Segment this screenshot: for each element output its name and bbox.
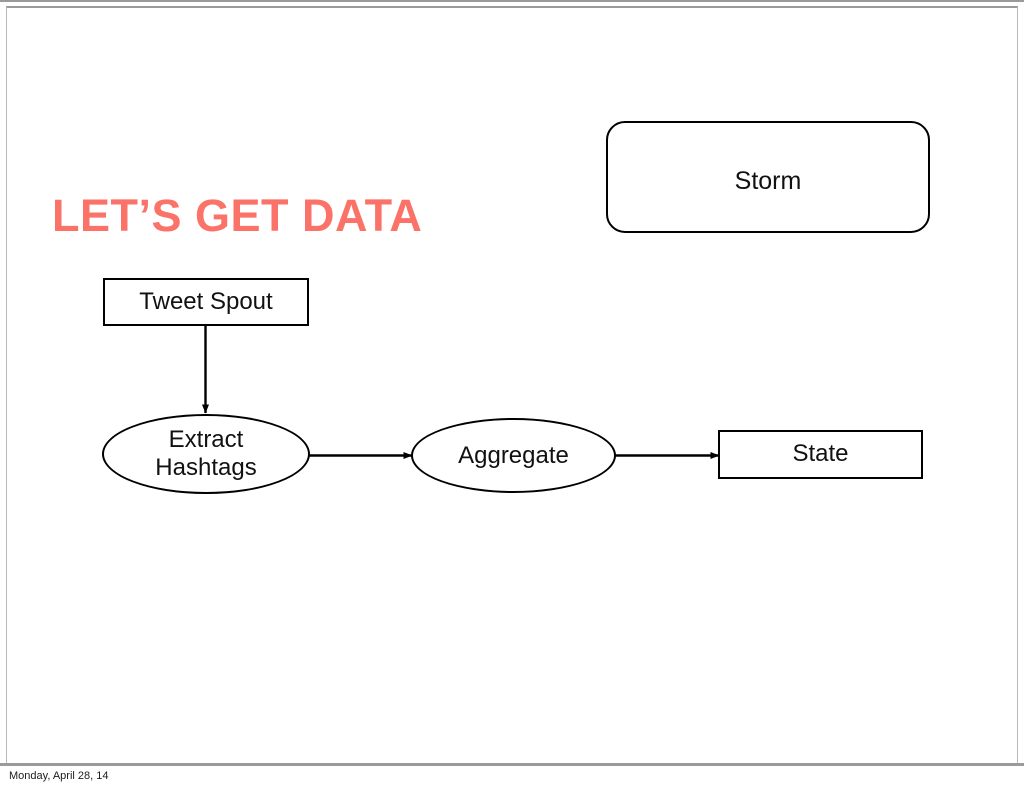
diagram-node-extract-hashtags-label: Extract Hashtags bbox=[155, 426, 257, 481]
page-title: LET’S GET DATA bbox=[52, 190, 423, 241]
footer-date: Monday, April 28, 14 bbox=[9, 770, 109, 782]
diagram-node-tweet-spout: Tweet Spout bbox=[103, 278, 309, 326]
diagram-node-state: State bbox=[718, 430, 923, 479]
diagram-node-extract-hashtags: Extract Hashtags bbox=[102, 414, 310, 494]
slide-top-border bbox=[0, 0, 1024, 2]
slide-bottom-border bbox=[0, 763, 1024, 766]
storm-container: Storm bbox=[606, 121, 930, 233]
diagram-node-aggregate: Aggregate bbox=[411, 418, 616, 493]
diagram-node-aggregate-label: Aggregate bbox=[458, 441, 569, 469]
storm-label: Storm bbox=[734, 167, 802, 195]
slide-canvas bbox=[6, 6, 1018, 765]
diagram-node-state-label: State bbox=[792, 440, 849, 468]
diagram-node-tweet-spout-label: Tweet Spout bbox=[139, 287, 273, 315]
